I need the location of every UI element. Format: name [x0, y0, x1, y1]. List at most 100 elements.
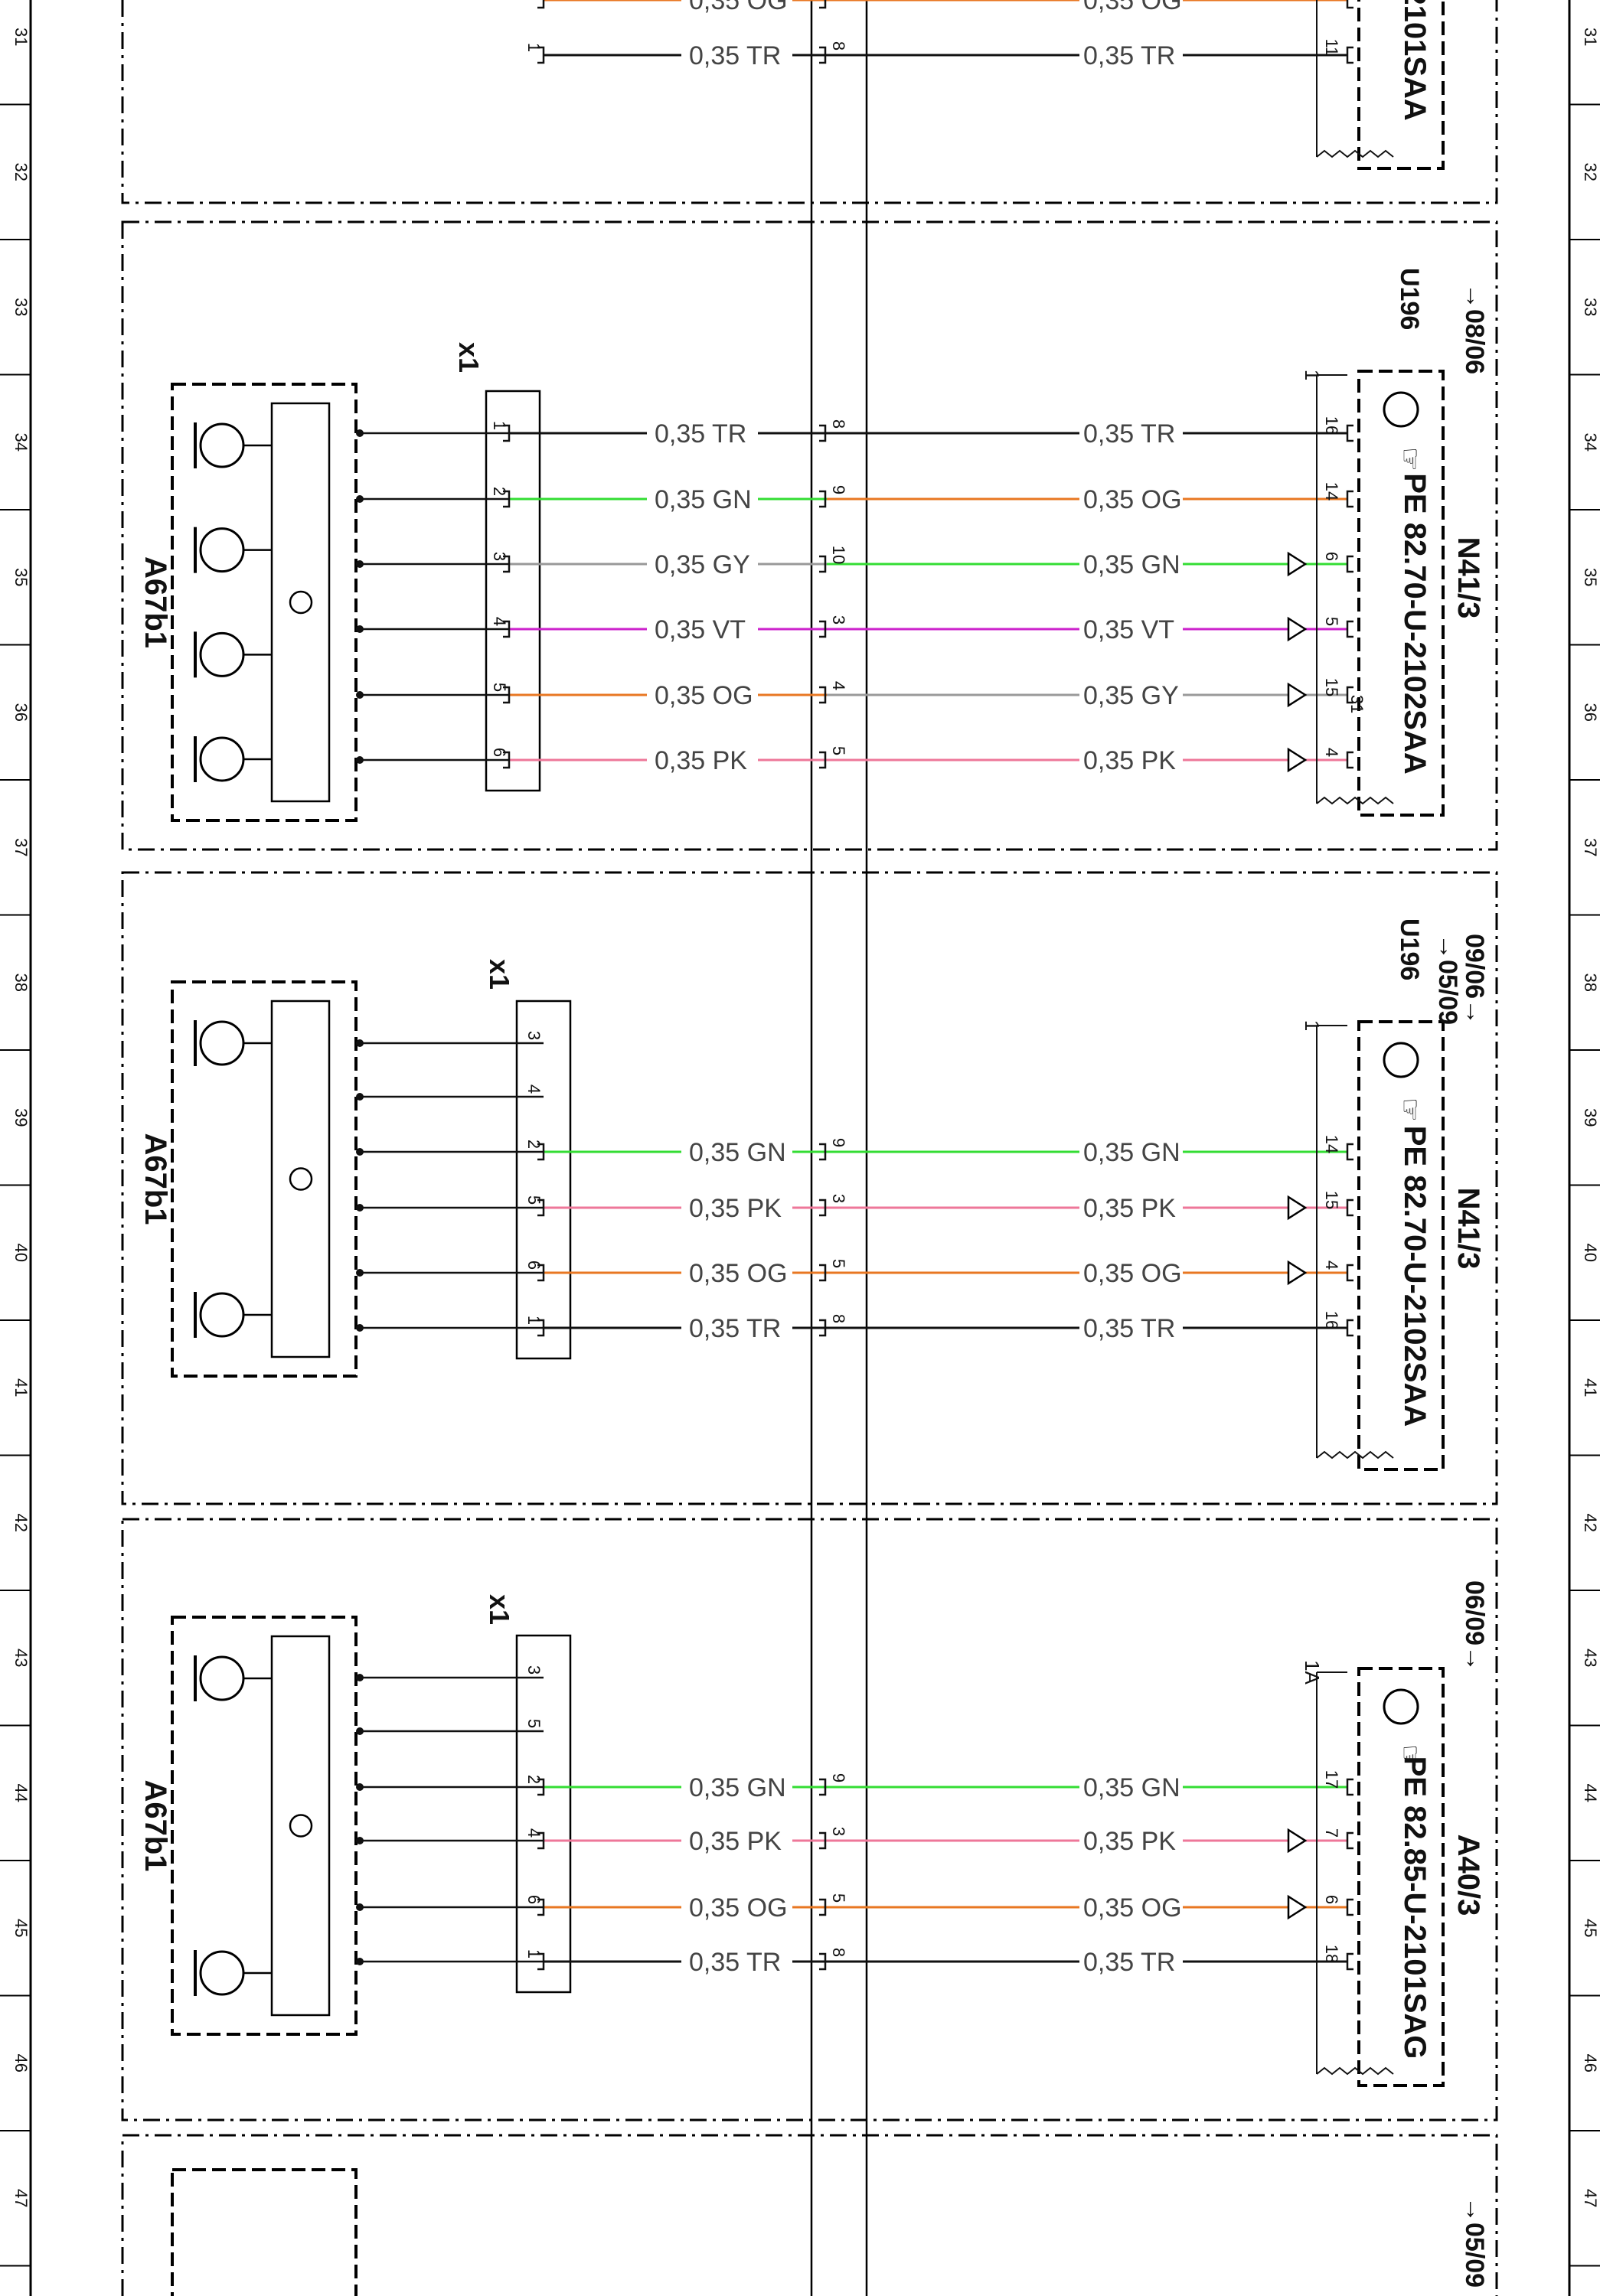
- wire-label-left: 0,35 VT: [655, 615, 746, 644]
- ecu-extra-pin: 31: [1347, 695, 1367, 713]
- ecu-break-zigzag: [1316, 1450, 1394, 1459]
- ruler-row-number-right: 37: [1581, 838, 1600, 856]
- junction-dot: [356, 1269, 364, 1277]
- ecu-pin-number: 16: [1322, 1311, 1341, 1329]
- wire-label-left: 0,35 TR: [655, 419, 746, 448]
- ecu-pin-number: 15: [1322, 1191, 1341, 1209]
- midline-pin-number: 3: [829, 1194, 848, 1203]
- section-reference: →05/09: [1460, 2197, 1489, 2288]
- ecu-frame: [1357, 1020, 1445, 1471]
- wire-label-right: 0,35 TR: [1083, 41, 1175, 70]
- transistor-icon: [1383, 391, 1419, 428]
- ecu-code: N41/3: [1451, 1188, 1485, 1270]
- hand-pointer-icon: ☞: [1395, 1744, 1426, 1769]
- connector-label: x1: [484, 959, 515, 990]
- midline-pin-number: 3: [829, 1827, 848, 1836]
- ruler-row-number-right: 43: [1581, 1649, 1600, 1667]
- ecu-pin-number: 7: [1322, 1828, 1341, 1838]
- connector-pin-number: 2: [524, 1775, 544, 1784]
- ruler-row-number-left: 34: [11, 433, 31, 452]
- connector-housing: [485, 390, 541, 792]
- ecu-pin-number: 18: [1322, 1945, 1341, 1963]
- connector-pin-number: 1: [524, 43, 544, 52]
- wire-label-right: 0,35 VT: [1083, 615, 1174, 644]
- connector-pin-number: 4: [524, 1084, 544, 1094]
- connector-pin-number: 1: [490, 421, 509, 430]
- transistor-icon: [289, 1167, 313, 1191]
- junction-dot: [356, 1837, 364, 1844]
- junction-dot: [356, 756, 364, 764]
- wire-label-left: 0,35 GN: [655, 485, 752, 514]
- ecu-code: A40/3: [1451, 1835, 1485, 1916]
- ruler-row-number-right: 40: [1581, 1244, 1600, 1262]
- midline-pin-mark: [819, 1952, 827, 1971]
- ruler-row-number-left: 47: [11, 2189, 31, 2207]
- component-inner-box: [270, 402, 331, 803]
- ruler-row-number-left: 33: [11, 298, 31, 316]
- midline-pin-mark: [819, 1143, 827, 1161]
- connector-label: x1: [453, 342, 485, 373]
- wire-label-left: 0,35 GN: [689, 1138, 786, 1167]
- connector-pin-number: 5: [524, 1195, 544, 1205]
- component-frame: [171, 2168, 358, 2296]
- component-label: A67b1: [139, 1779, 172, 1871]
- wire-label-left: 0,35 TR: [689, 41, 781, 70]
- connector-pin-mark: [537, 1143, 545, 1161]
- diode-arrow-icon: [1287, 682, 1308, 708]
- hand-pointer-icon: ☞: [1395, 447, 1426, 471]
- junction-dot: [356, 560, 364, 568]
- section-reference: 09/06→: [1460, 934, 1489, 1025]
- ecu-part-number: U-2101SAA: [1398, 0, 1432, 121]
- ruler-row-number-right: 44: [1581, 1784, 1600, 1802]
- midline-pin-number: 4: [829, 681, 848, 690]
- ecu-pin-mark: [1346, 1898, 1353, 1916]
- connector-pin-mark: [503, 555, 511, 573]
- component-frame: [171, 383, 358, 822]
- ruler-row-number-left: 41: [11, 1378, 31, 1397]
- midline-pin-mark: [819, 620, 827, 638]
- connector-pin-mark: [537, 1898, 545, 1916]
- wire-label-right: 0,35 GN: [1083, 1138, 1180, 1167]
- wire-label-right: 0,35 OG: [1083, 1893, 1182, 1923]
- junction-dot: [356, 1903, 364, 1911]
- ecu-break-zigzag: [1316, 149, 1394, 158]
- ruler-row-number-right: 47: [1581, 2189, 1600, 2207]
- midline-pin-number: 9: [829, 1773, 848, 1782]
- junction-dot: [356, 1727, 364, 1735]
- ecu-pin1-label: 1: [1301, 1020, 1324, 1031]
- ecu-pin-mark: [1346, 1778, 1353, 1796]
- wire-label-left: 0,35 OG: [689, 1893, 788, 1923]
- connector-pin-mark: [503, 620, 511, 638]
- sensor-symbol: [199, 527, 245, 573]
- midline-pin-number: 3: [829, 615, 848, 625]
- section-reference: 06/09→: [1460, 1580, 1489, 1671]
- connector-pin-mark: [537, 1831, 545, 1850]
- component-inner-box: [270, 1635, 331, 2017]
- ruler-row-number-right: 32: [1581, 163, 1600, 181]
- midline-pin-mark: [819, 46, 827, 64]
- ruler-row-number-left: 40: [11, 1244, 31, 1262]
- ruler-row-number-right: 36: [1581, 703, 1600, 722]
- connector-pin-mark: [503, 686, 511, 704]
- ruler-row-number-left: 32: [11, 163, 31, 181]
- midline-pin-mark: [819, 555, 827, 573]
- ecu-pin-number: 14: [1322, 482, 1341, 501]
- wire-label-right: 0,35 OG: [1083, 0, 1182, 15]
- section-frames: [121, 0, 1498, 2296]
- midline-pin-number: 8: [829, 1314, 848, 1323]
- connector-pin-mark: [537, 1199, 545, 1217]
- wire-label-left: 0,35 OG: [689, 1259, 788, 1288]
- midline-pin-number: 8: [829, 1948, 848, 1957]
- connector-pin-number: 6: [524, 1895, 544, 1904]
- connector-label: x1: [484, 1594, 515, 1625]
- midline-pin-mark: [819, 1264, 827, 1282]
- midline-pin-number: 5: [829, 1259, 848, 1268]
- connector-pin-number: 3: [524, 1031, 544, 1040]
- connector-pin-number: 2: [490, 487, 509, 496]
- ruler-row-number-right: 33: [1581, 298, 1600, 316]
- midline-pin-mark: [819, 490, 827, 508]
